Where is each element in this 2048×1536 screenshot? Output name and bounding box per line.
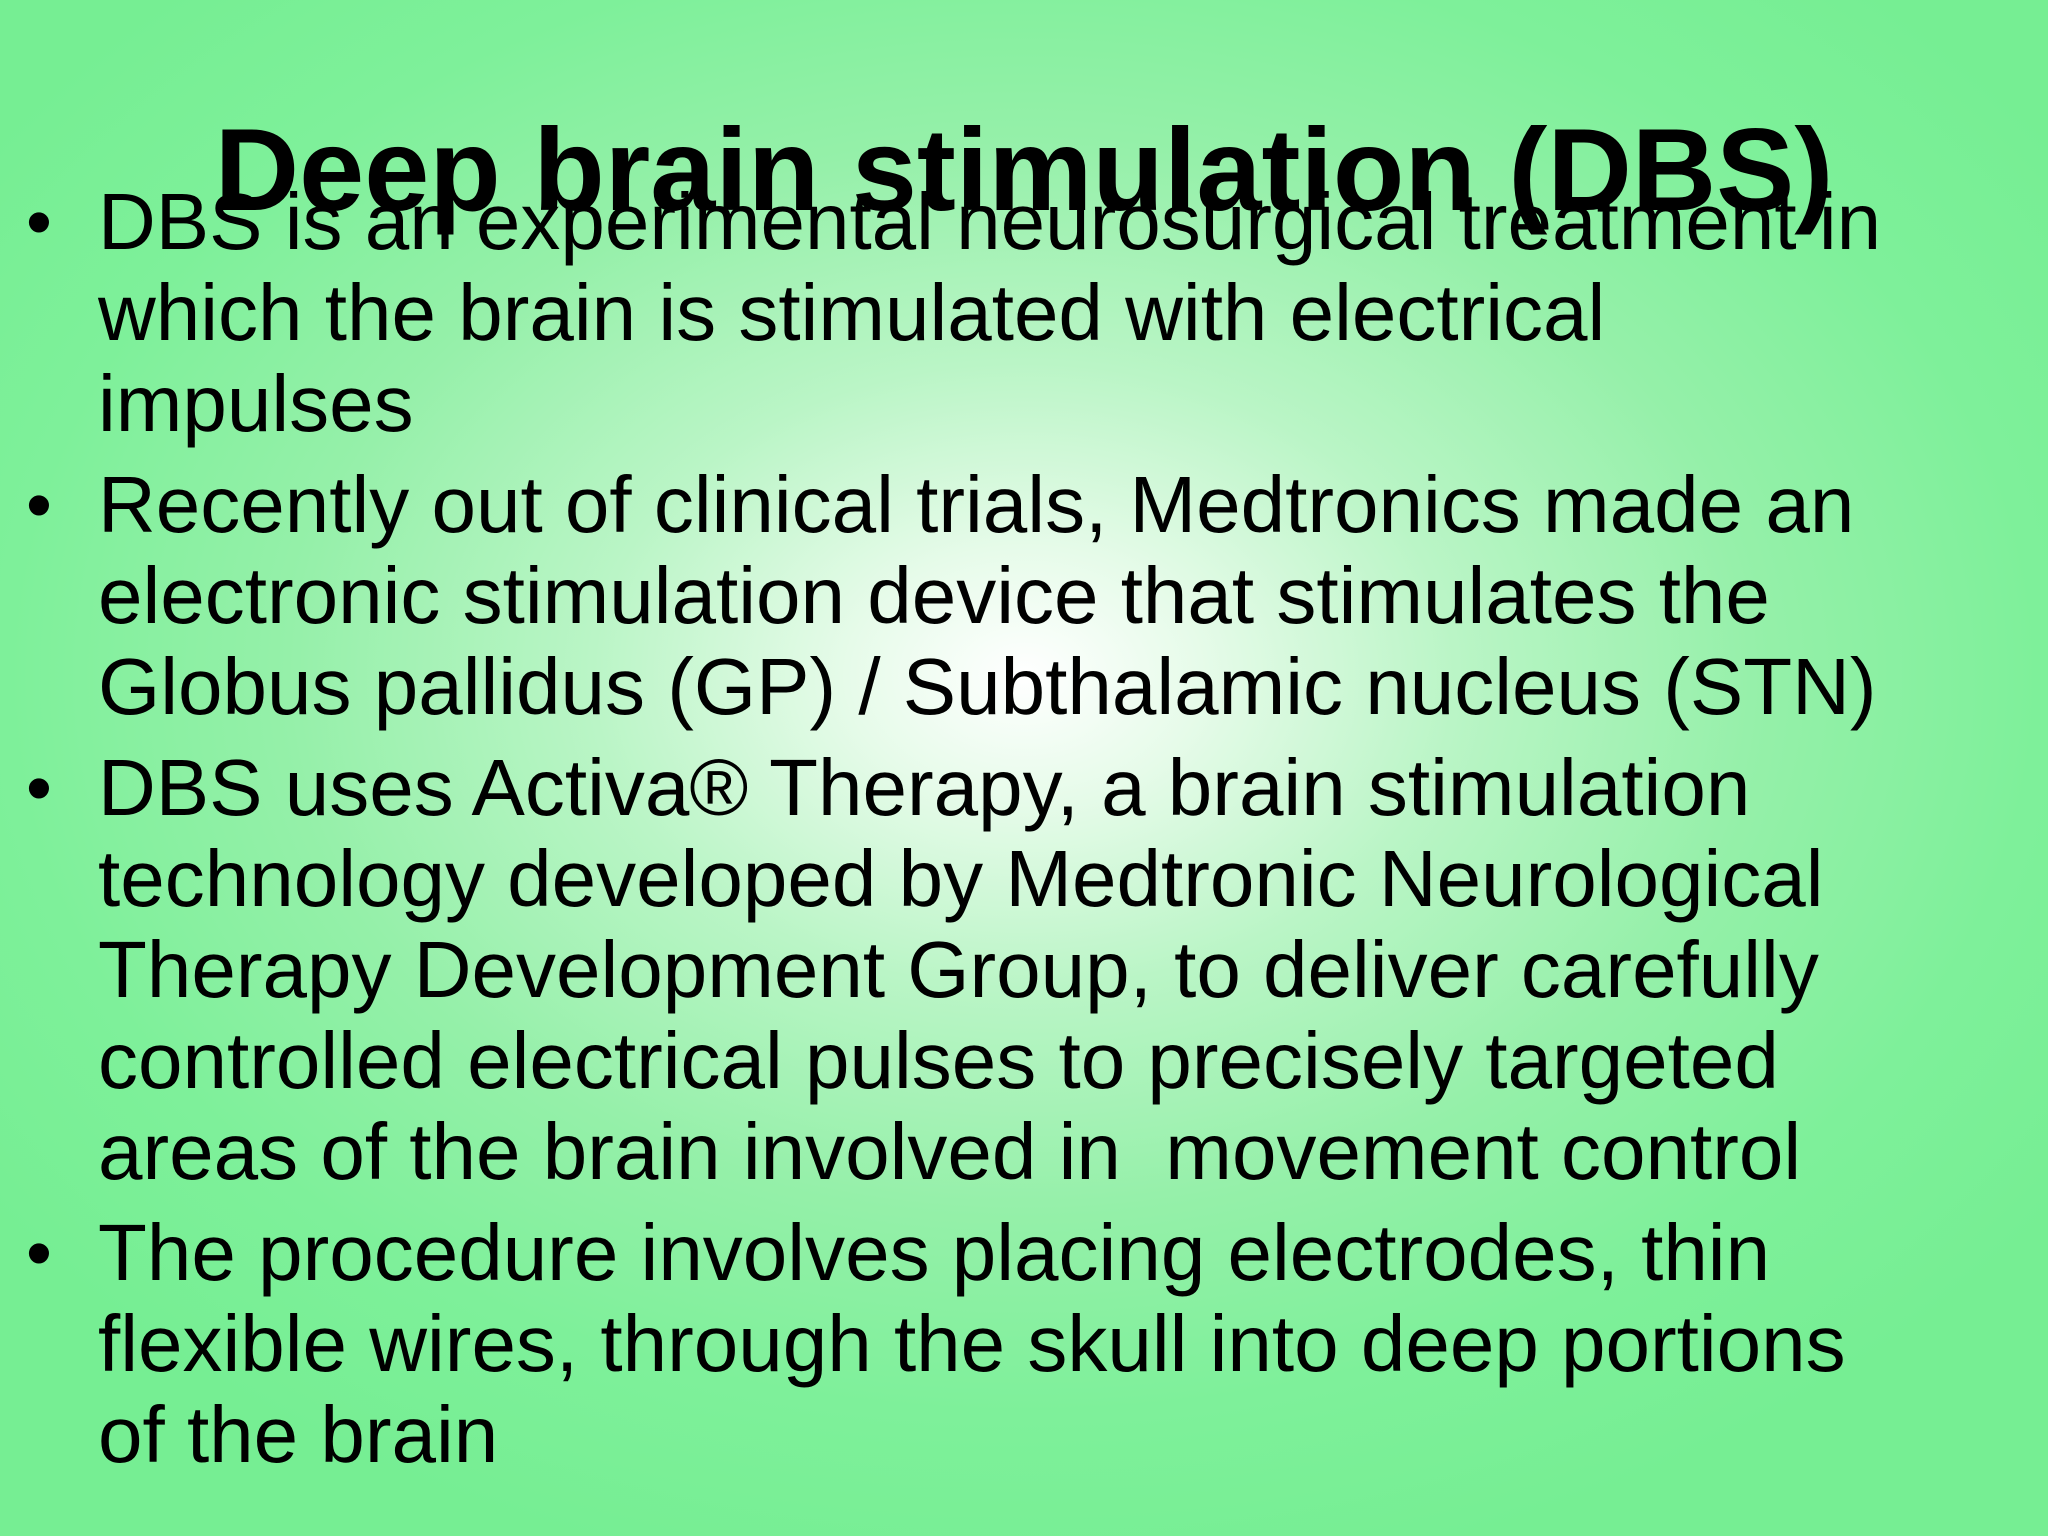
bullet-text-line: controlled electrical pulses to precisel… [98, 1016, 1779, 1105]
bullet-text-line: Globus pallidus (GP) / Subthalamic nucle… [98, 642, 1877, 731]
bullet-text-line: Therapy Development Group, to deliver ca… [98, 925, 1819, 1014]
bullet-text-line: DBS is an experimental neurosurgical tre… [98, 177, 1882, 266]
bullet-text-line: which the brain is stimulated with elect… [98, 268, 1606, 357]
bullet-text-line: impulses [98, 359, 414, 448]
bullet-text-line: flexible wires, through the skull into d… [98, 1299, 1846, 1388]
bullet-text-line: DBS uses Activa® Therapy, a brain stimul… [98, 743, 1751, 832]
bullet-marker: • [26, 463, 52, 546]
bullet-item-2: • Recently out of clinical trials, Medtr… [0, 459, 2048, 732]
bullet-text-line: electronic stimulation device that stimu… [98, 551, 1770, 640]
bullet-marker: • [26, 1211, 52, 1294]
bullet-marker: • [26, 746, 52, 829]
bullet-item-3: • DBS uses Activa® Therapy, a brain stim… [0, 742, 2048, 1197]
slide-title: Deep brain stimulation (DBS) [214, 104, 1834, 236]
bullet-text-line: areas of the brain involved in movement … [98, 1107, 1802, 1196]
bullet-list: • DBS is an experimental neurosurgical t… [0, 176, 2048, 1490]
bullet-marker: • [26, 180, 52, 263]
bullet-item-4: • The procedure involves placing electro… [0, 1207, 2048, 1480]
bullet-text-line: technology developed by Medtronic Neurol… [98, 834, 1824, 923]
bullet-text-line: The procedure involves placing electrode… [98, 1208, 1771, 1297]
bullet-item-1: • DBS is an experimental neurosurgical t… [0, 176, 2048, 449]
bullet-text-line: Recently out of clinical trials, Medtron… [98, 460, 1855, 549]
bullet-text-line: of the brain [98, 1390, 499, 1479]
